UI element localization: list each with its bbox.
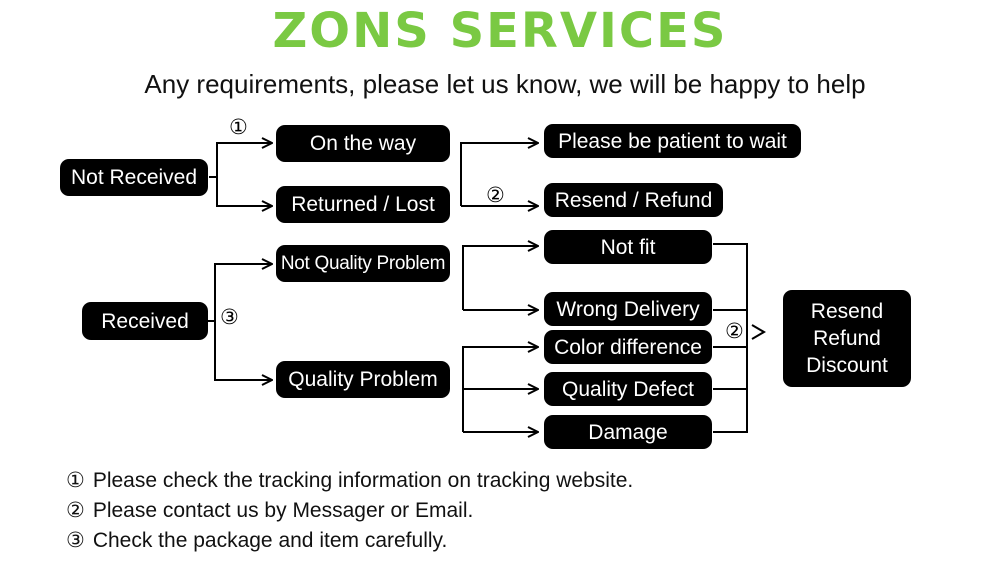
note-2: ② Please contact us by Messager or Email.: [66, 497, 473, 524]
node-not-received: Not Received: [60, 159, 208, 196]
note-3-number: ③: [66, 528, 85, 552]
page-title: ZONS SERVICES: [272, 3, 728, 59]
connector-received-down: [214, 321, 272, 380]
connector-wait: [460, 143, 538, 206]
connector-not-received: [209, 142, 272, 206]
note-2-text: Please contact us by Messager or Email.: [92, 499, 474, 522]
outcome-resend: Resend: [810, 300, 884, 323]
node-please-wait: Please be patient to wait: [544, 124, 801, 158]
note-2-number: ②: [66, 498, 85, 522]
marker-one: ①: [229, 115, 248, 139]
note-3: ③ Check the package and item carefully.: [66, 527, 447, 554]
node-color-difference: Color difference: [544, 330, 712, 364]
connector-received-up: [207, 264, 272, 322]
note-3-text: Check the package and item carefully.: [92, 529, 448, 552]
outcome-refund: Refund: [813, 327, 881, 350]
page-subtitle: Any requirements, please let us know, we…: [144, 69, 866, 99]
node-wrong-delivery: Wrong Delivery: [544, 292, 712, 326]
node-on-the-way: On the way: [276, 125, 450, 162]
note-1: ① Please check the tracking information o…: [66, 467, 633, 494]
node-returned-lost: Returned / Lost: [276, 186, 450, 223]
marker-two-right: ②: [725, 319, 744, 343]
note-1-number: ①: [66, 468, 85, 492]
node-quality-defect: Quality Defect: [544, 372, 712, 406]
connector-not-fit: [462, 246, 538, 310]
connector-outcome-arrow: [751, 324, 766, 340]
node-resend-refund: Resend / Refund: [544, 183, 723, 217]
node-outcome: Resend Refund Discount: [783, 290, 911, 387]
node-damage: Damage: [544, 415, 712, 449]
marker-three: ③: [220, 305, 239, 329]
node-not-quality-problem: Not Quality Problem: [276, 245, 450, 282]
marker-two-top: ②: [486, 183, 505, 207]
connector-color: [462, 347, 538, 432]
node-not-fit: Not fit: [544, 230, 712, 264]
note-1-text: Please check the tracking information on…: [92, 469, 634, 492]
node-quality-problem: Quality Problem: [276, 361, 450, 398]
connector-collector: [713, 243, 748, 433]
node-received: Received: [82, 302, 208, 340]
outcome-discount: Discount: [806, 354, 888, 377]
